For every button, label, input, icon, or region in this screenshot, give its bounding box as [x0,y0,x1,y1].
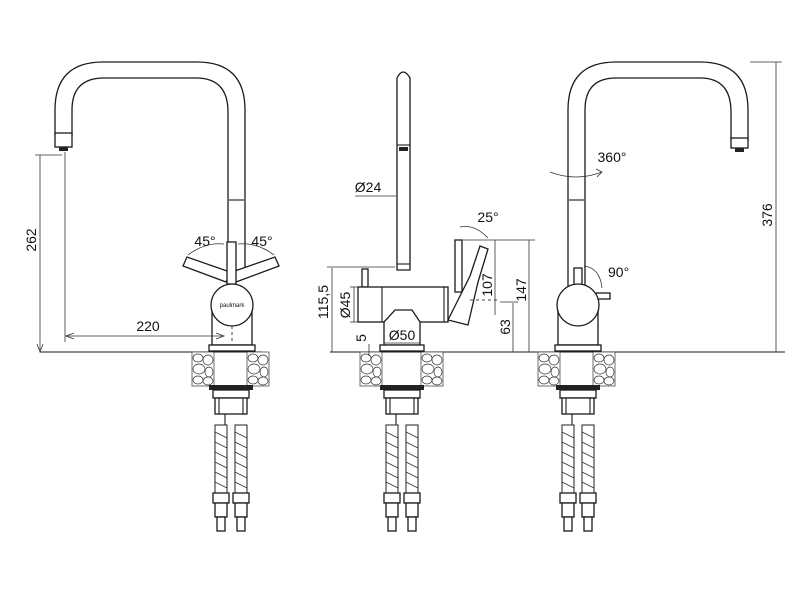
angle-25: 25° [477,209,498,225]
angle-90: 90° [608,264,629,280]
angle-45-left: 45° [194,233,215,249]
dim-147: 147 [513,278,529,302]
brand-logo: paulmark [220,303,246,309]
dim-115-5: 115,5 [315,285,331,319]
back-view: 360° 90° 376 [537,61,785,532]
dim-base-diameter: Ø50 [389,327,416,343]
dim-63: 63 [497,319,513,335]
filter-knob [361,268,369,288]
lever-left [182,256,231,283]
dim-spout-diameter: Ø24 [355,179,382,195]
side-view: Ø24 115,5 Ø45 5 Ø50 25° 107 63 147 [315,71,548,532]
spout [567,61,749,291]
front-view: paulmark 262 220 45° 45° [23,61,280,532]
dim-262: 262 [23,228,39,252]
dim-376: 376 [759,203,775,227]
spout [54,61,246,271]
angle-45-right: 45° [251,233,272,249]
dim-body-diameter: Ø45 [337,292,353,319]
rotation-arrow [549,171,603,178]
dim-107: 107 [479,273,495,297]
lever-tilted [447,245,489,326]
lever-center [226,241,237,285]
lever-upright [454,239,463,293]
rotation-360: 360° [598,149,627,165]
dim-base-height: 5 [353,334,369,342]
spout [396,71,411,271]
dim-220: 220 [136,318,160,334]
